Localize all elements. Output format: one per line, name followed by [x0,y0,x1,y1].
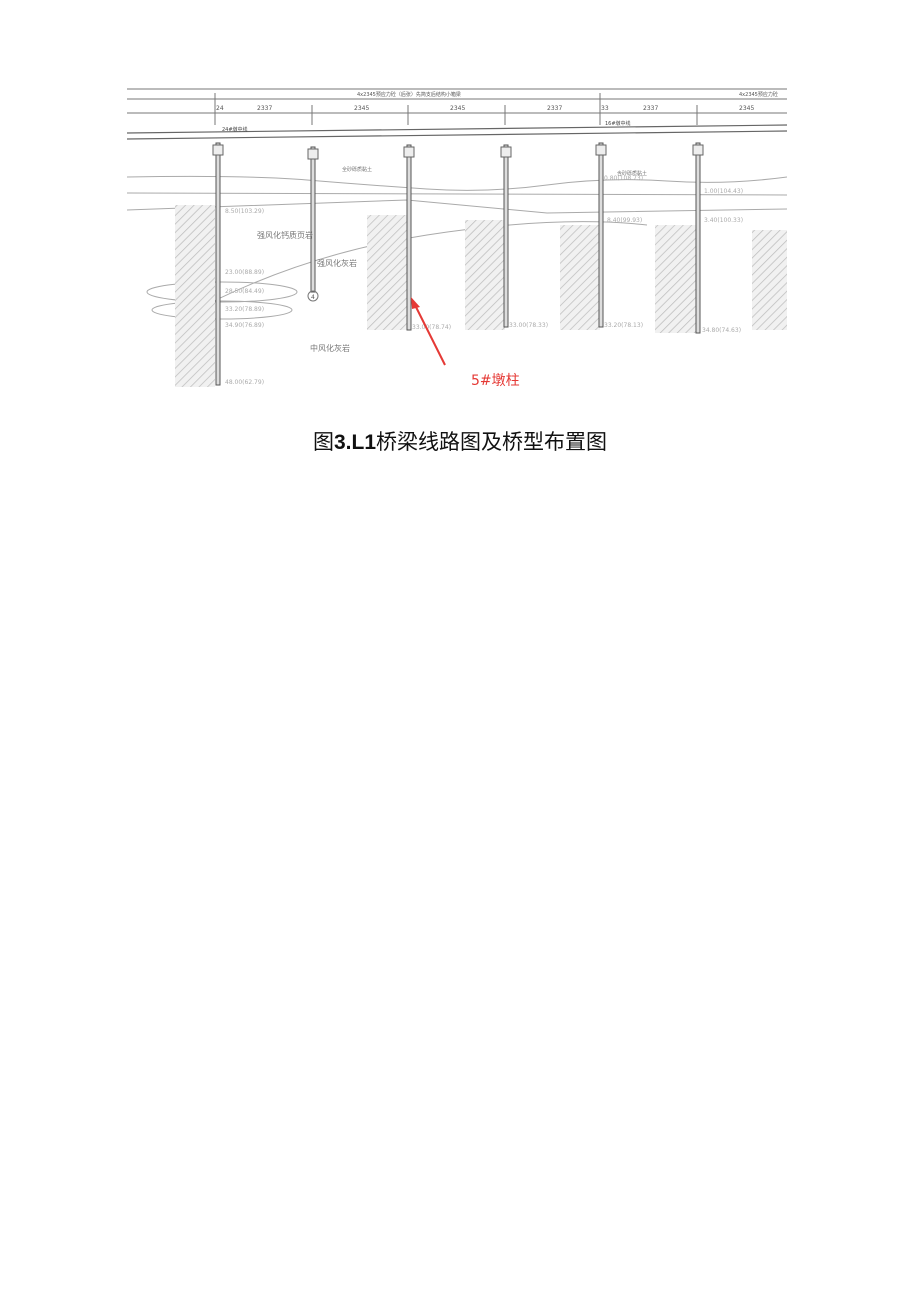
svg-text:23.00(88.89): 23.00(88.89) [225,269,264,276]
svg-text:2345: 2345 [739,105,754,112]
ground-lines [127,175,787,320]
dimension-lines [127,88,787,125]
stratum-label: 中风化灰岩 [310,343,350,353]
callout-arrow [411,297,446,366]
svg-text:1.00(104.43): 1.00(104.43) [704,188,743,195]
svg-text:28.50(84.49): 28.50(84.49) [225,288,264,295]
pier-caps [212,144,704,160]
rock-strata [175,205,787,387]
title-bar-left: 4x2345预应力砼（后张）先简支后结构小箱梁 [357,91,461,98]
svg-text:2345: 2345 [450,105,465,112]
svg-text:33.20(78.89): 33.20(78.89) [225,306,264,313]
caption-number: 3.L1 [333,431,377,454]
svg-text:2337: 2337 [643,105,658,112]
svg-text:3.40(100.33): 3.40(100.33) [704,217,743,224]
elevation-labels: 8.50(103.29) 23.00(88.89) 28.50(84.49) 3… [225,175,743,386]
callout-label: 5#墩柱 [471,373,520,389]
caption-prefix: 图 [312,430,334,454]
svg-text:48.00(62.79): 48.00(62.79) [225,379,264,386]
span-labels: 24 2337 2345 2345 2337 33 2337 2345 [216,105,754,112]
svg-text:0.80(108.73): 0.80(108.73) [604,175,643,182]
svg-text:2345: 2345 [354,105,369,112]
circle-marker [307,290,319,302]
piers [215,142,701,386]
svg-text:33.20(78.13): 33.20(78.13) [604,322,643,329]
svg-text:8.40(99.93): 8.40(99.93) [607,217,642,224]
stratum-label: 全砂砾质黏土 [342,166,372,173]
stratum-label: 强风化灰岩 [317,258,357,268]
support-label: 16#墩中线 [605,120,631,127]
svg-text:2337: 2337 [257,105,272,112]
bridge-layout-drawing: 4x2345预应力砼（后张）先简支后结构小箱梁 4x2345预应力砼 24 23… [127,85,787,405]
stratum-label: 强风化钙质页岩 [257,230,313,240]
svg-text:33.00(78.33): 33.00(78.33) [509,322,548,329]
svg-text:2337: 2337 [547,105,562,112]
svg-text:8.50(103.29): 8.50(103.29) [225,208,264,215]
figure-caption: 图3.L1桥梁线路图及桥型布置图 [0,426,920,456]
support-label: 24#墩中线 [222,126,248,133]
caption-text: 桥梁线路图及桥型布置图 [376,430,608,454]
title-bar-right: 4x2345预应力砼 [739,91,778,98]
svg-text:24: 24 [216,105,224,112]
svg-text:4: 4 [311,294,315,301]
svg-text:34.90(76.89): 34.90(76.89) [225,322,264,329]
svg-text:33: 33 [601,105,609,112]
svg-text:33.00(78.74): 33.00(78.74) [412,324,451,331]
svg-text:34.80(74.63): 34.80(74.63) [702,327,741,334]
stratum-label: 含砂砾质黏土 [617,170,647,177]
bridge-deck [127,124,787,140]
